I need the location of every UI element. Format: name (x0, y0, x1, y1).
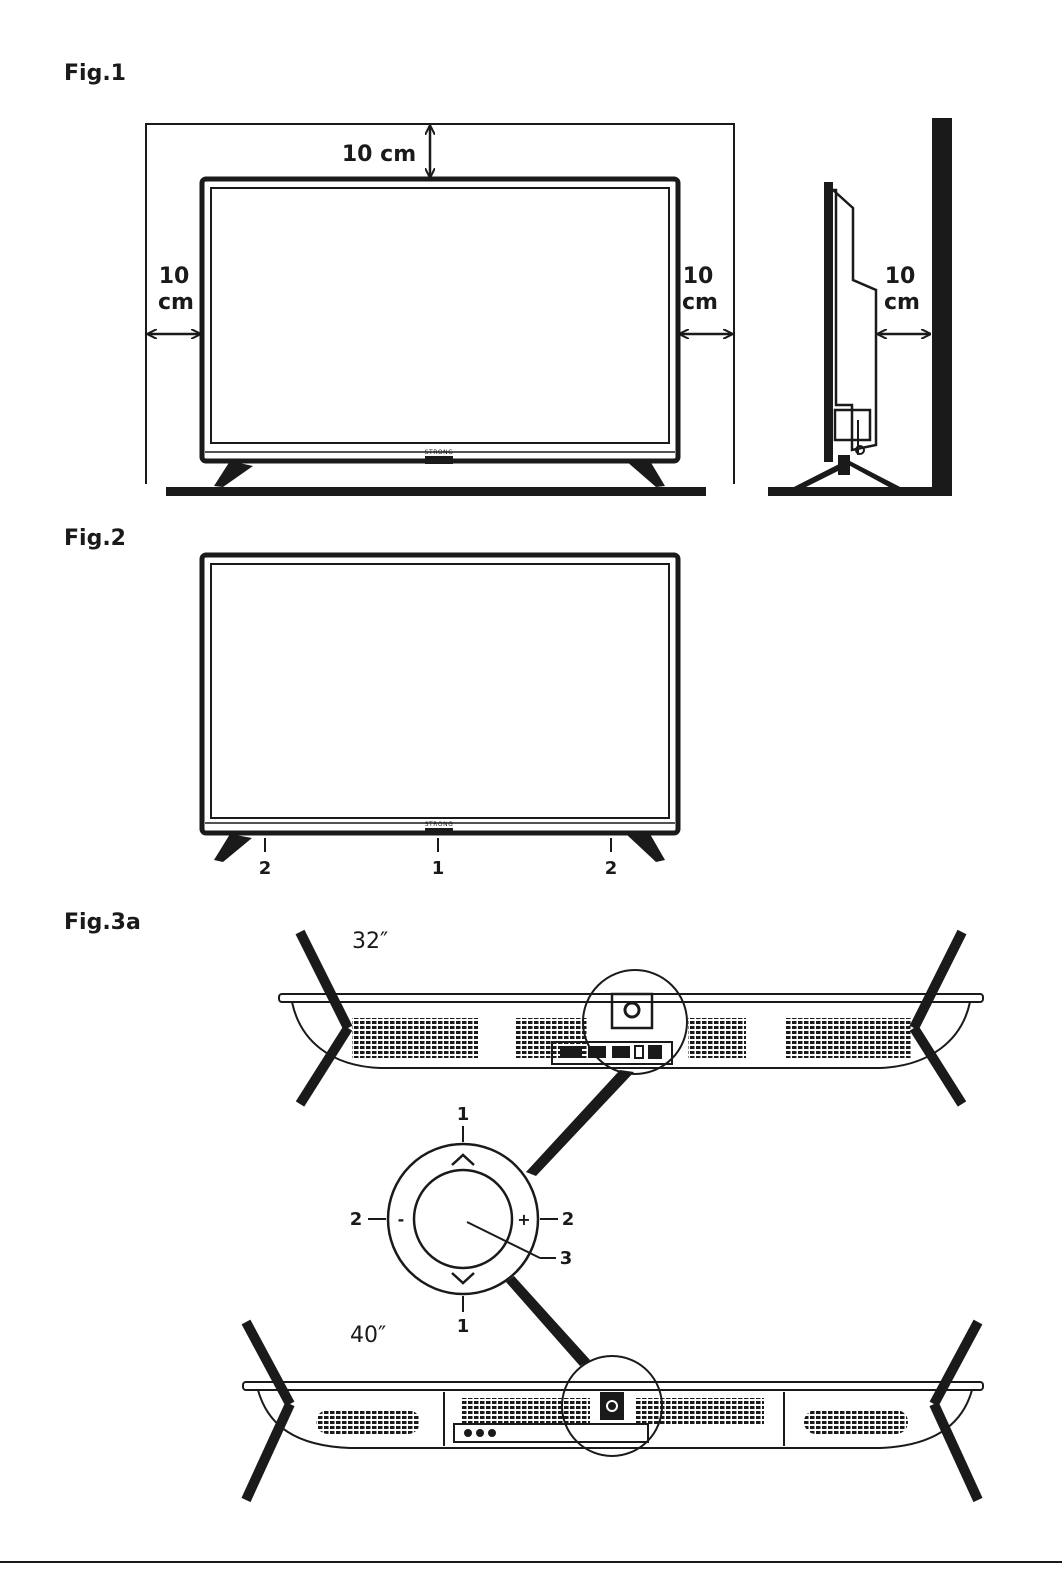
size-label-40: 40″ (350, 1323, 386, 1348)
top-clearance-label: 10 cm (342, 142, 416, 167)
brand-logo: STRONG (425, 449, 454, 456)
tv-foot-right (626, 461, 665, 487)
tv-foot-left-fig2 (214, 834, 252, 862)
tv-front-view-controls: STRONG (202, 555, 678, 862)
detail-connector-top (526, 1070, 634, 1176)
joystick-keypad-detail: - + 1 1 2 2 3 (350, 1104, 575, 1337)
figure-3a: Fig.3a 32″ (64, 910, 983, 1500)
figure-1-title: Fig.1 (64, 61, 126, 86)
callout-down: 1 (457, 1316, 470, 1337)
left-clearance-value: 10 (159, 264, 190, 289)
tv-foot-right-fig2 (626, 834, 665, 862)
side-clearance-value: 10 (885, 264, 916, 289)
figure-2-title: Fig.2 (64, 526, 126, 551)
tv-front-view: STRONG (202, 179, 678, 487)
figure-3a-title: Fig.3a (64, 910, 141, 935)
side-clearance-unit: cm (884, 290, 920, 315)
tv-foot-left (214, 461, 253, 487)
tv-40-bottom-view: 40″ (243, 1322, 983, 1500)
detail-connector-bottom (506, 1276, 590, 1366)
callout-up: 1 (457, 1104, 470, 1125)
plus-icon: + (517, 1210, 530, 1229)
right-clearance-unit: cm (682, 290, 718, 315)
size-label-32: 32″ (352, 929, 388, 954)
callout-speaker-right: 2 (605, 858, 618, 879)
brand-logo-fig2: STRONG (425, 821, 454, 828)
joystick-button-32 (625, 1003, 639, 1017)
callout-ir-receiver: 1 (432, 858, 445, 879)
callout-speaker-left: 2 (259, 858, 272, 879)
callout-left: 2 (350, 1209, 363, 1230)
floor-line (166, 487, 706, 496)
figure-1: Fig.1 STRONG 10 cm 10 cm 10 cm (64, 61, 952, 496)
figure-2: Fig.2 STRONG 2 1 2 (64, 526, 678, 879)
tv-32-bottom-view: 32″ (279, 929, 983, 1104)
callout-center: 3 (560, 1248, 573, 1269)
minus-icon: - (398, 1210, 405, 1229)
tv-side-view (768, 118, 952, 496)
left-clearance-unit: cm (158, 290, 194, 315)
callout-right: 2 (562, 1209, 575, 1230)
wall (932, 118, 952, 496)
right-clearance-value: 10 (683, 264, 714, 289)
